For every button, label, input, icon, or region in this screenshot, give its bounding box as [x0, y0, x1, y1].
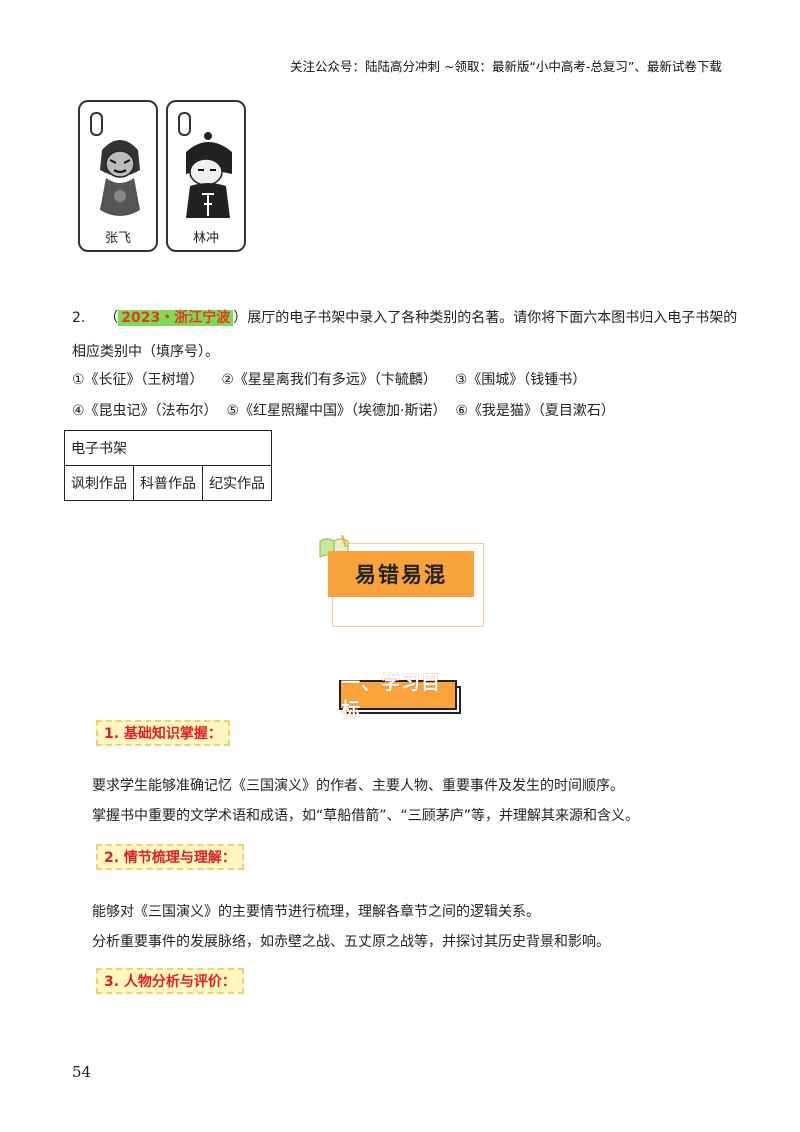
- card-hole: [90, 112, 103, 136]
- category-popular-science: 科普作品: [133, 465, 203, 501]
- ebook-shelf-table: 电子书架 讽刺作品 科普作品 纪实作品: [64, 430, 272, 501]
- paragraph-line: 分析重要事件的发展脉络，如赤壁之战、五丈原之战等，并探讨其历史背景和影响。: [92, 934, 610, 950]
- category-documentary: 纪实作品: [202, 465, 272, 501]
- header-note: 关注公众号：陆陆高分冲刺 ~领取：最新版“小中高考-总复习”、最新试卷下载: [290, 59, 722, 74]
- paragraph-line: 掌握书中重要的文学术语和成语，如“草船借箭”、“三顾茅庐”等，并理解其来源和含义…: [92, 808, 640, 824]
- card-hole: [178, 112, 191, 136]
- goals-title: 一、学习目标: [339, 672, 461, 721]
- paragraph-line: 能够对《三国演义》的主要情节进行梳理，理解各章节之间的逻辑关系。: [92, 904, 540, 920]
- subheading-character-analysis: 3. 人物分析与评价：: [96, 968, 244, 994]
- page-number: 54: [72, 1063, 92, 1081]
- question-text-1: ）展厅的电子书架中录入了各种类别的名著。请你将下面六本图书归入电子书架的: [233, 310, 738, 326]
- category-satire: 讽刺作品: [64, 465, 134, 501]
- book-list-row-1: ①《长征》（王树增） ②《星星离我们有多远》（卞毓麟） ③《围城》（钱锺书）: [72, 372, 587, 388]
- card-name: 张飞: [104, 231, 131, 246]
- zhangfei-opera-mask-icon: [100, 140, 140, 216]
- character-card-linchong: 林冲: [166, 100, 246, 252]
- character-card-zhangfei: 张飞: [78, 100, 158, 252]
- open-paren: （: [104, 310, 119, 326]
- paragraph-line: 要求学生能够准确记忆《三国演义》的作者、主要人物、重要事件及发生的时间顺序。: [92, 778, 624, 794]
- badge-label: 易错易混: [328, 551, 474, 597]
- card-name: 林冲: [192, 231, 219, 246]
- question-number: 2.: [72, 310, 86, 326]
- book-list-row-2: ④《昆虫记》（法布尔） ⑤《红星照耀中国》（埃德加·斯诺） ⑥《我是猫》（夏目漱…: [72, 403, 615, 419]
- linchong-opera-figure-icon: [186, 132, 232, 218]
- subheading-basic-knowledge: 1. 基础知识掌握：: [96, 720, 230, 746]
- shelf-title: 电子书架: [64, 430, 272, 466]
- question-2-line-1: 2. （2023・浙江宁波）展厅的电子书架中录入了各种类别的名著。请你将下面六本…: [72, 308, 737, 328]
- section-badge: 易错易混: [318, 535, 484, 627]
- subheading-plot-understanding: 2. 情节梳理与理解：: [96, 844, 244, 870]
- question-2-line-2: 相应类别中（填序号）。: [72, 344, 219, 360]
- source-tag: 2023・浙江宁波: [118, 310, 234, 326]
